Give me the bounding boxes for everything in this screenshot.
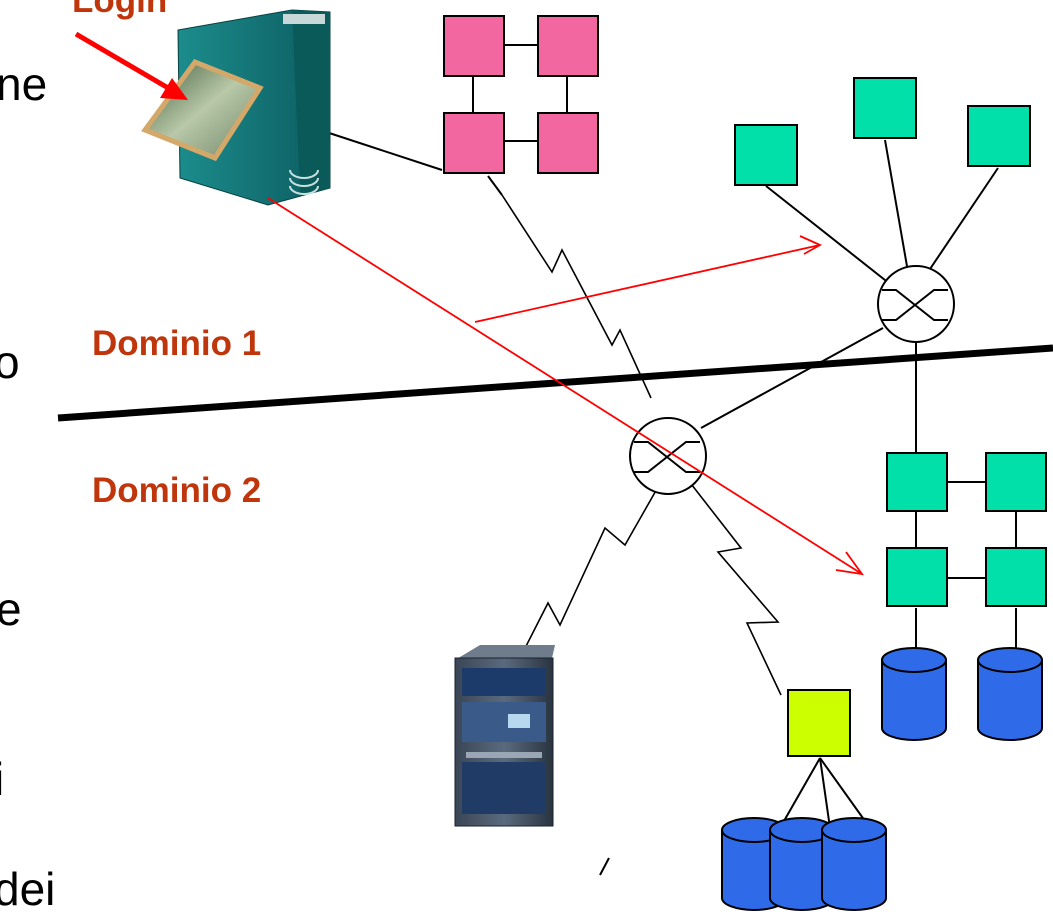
cut-text-4: i: [0, 753, 4, 805]
database-icon: [821, 817, 887, 911]
green-node: [985, 547, 1047, 607]
cut-text-1: ne: [0, 58, 47, 110]
connection-lines: [319, 129, 999, 876]
link-pink-to-wan: [487, 175, 503, 196]
arrow-to-domain1: [474, 244, 821, 323]
database-icon: [769, 817, 835, 911]
database-icon: [881, 647, 947, 741]
router-icon: [877, 265, 955, 343]
login-path-arrows: [267, 197, 864, 576]
database-group-right: [881, 647, 1043, 741]
server-rack-icon: [454, 645, 555, 827]
database-icon: [977, 647, 1043, 741]
domain-divider-line: [57, 344, 1053, 422]
login-arrow: [74, 31, 188, 100]
pink-node-group: [443, 15, 599, 174]
yellow-node: [787, 689, 851, 757]
pink-node: [537, 15, 599, 77]
pink-node: [443, 112, 505, 174]
cut-text-3: e: [0, 583, 22, 635]
login-label: Login: [72, 0, 167, 20]
green-node: [886, 547, 948, 607]
cut-text-2: o: [0, 336, 20, 388]
green-node: [985, 452, 1047, 512]
green-node-group: [886, 452, 1047, 648]
green-node: [734, 124, 798, 186]
domain-2-label: Dominio 2: [92, 471, 261, 510]
green-node: [853, 77, 917, 139]
database-group-bottom: [721, 817, 887, 911]
router-icon: [629, 417, 707, 495]
pink-node: [537, 112, 599, 174]
domain-1-label: Dominio 1: [92, 324, 261, 363]
green-node: [967, 105, 1031, 167]
arrow-to-domain2: [267, 197, 863, 575]
pink-node: [443, 15, 505, 77]
cut-text-5: dei: [0, 863, 55, 915]
green-node: [886, 452, 948, 512]
top-green-nodes: [734, 77, 1031, 186]
login-terminal-icon: [141, 9, 331, 206]
